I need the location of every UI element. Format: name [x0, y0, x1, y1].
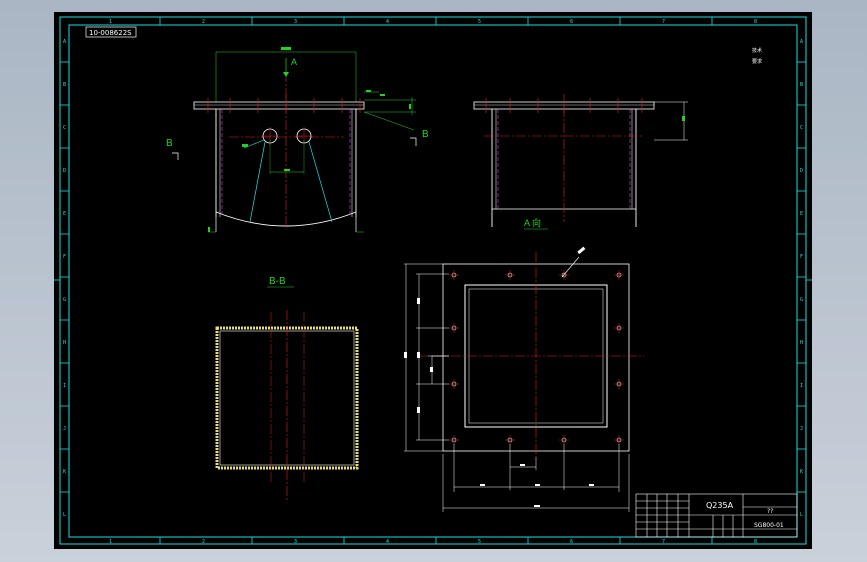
col-label: 2: [202, 539, 205, 545]
col-label: 4: [386, 19, 389, 25]
row-label: G: [800, 297, 803, 303]
col-label: 5: [478, 19, 481, 25]
inner-border: [68, 24, 798, 538]
col-label: 1: [109, 539, 112, 545]
title-material: Q235A: [706, 501, 734, 510]
row-label: H: [800, 340, 803, 346]
side-view: A 向: [473, 94, 688, 230]
drawing-sheet: 1 2 3 4 5 6 7 8 1 2 3 4 5 6 7 8 A B C D …: [54, 16, 812, 545]
row-label: B: [800, 82, 803, 88]
row-label: I: [63, 383, 66, 389]
row-label: B: [63, 82, 66, 88]
drawing-number-box: [85, 26, 137, 38]
title-drawing-no: SG800-01: [754, 522, 784, 529]
row-label: G: [63, 297, 66, 303]
row-label: J: [800, 426, 803, 432]
row-label: L: [63, 512, 66, 518]
col-label: 3: [294, 19, 297, 25]
title-qty: ??: [767, 508, 773, 515]
row-label: C: [63, 125, 66, 131]
col-label: 2: [202, 19, 205, 25]
row-label: E: [63, 211, 66, 217]
row-label: H: [63, 340, 66, 346]
zone-ticks: [54, 17, 812, 544]
row-label: D: [63, 168, 66, 174]
section-b-right-label: B: [422, 129, 429, 140]
row-label: L: [800, 512, 803, 518]
row-labels-right: A B C D E F G H I J K L: [800, 39, 803, 518]
col-label: 8: [754, 539, 757, 545]
col-label: 8: [754, 19, 757, 25]
row-label: J: [63, 426, 66, 432]
col-label: 6: [570, 19, 573, 25]
column-labels-top: 1 2 3 4 5 6 7 8: [109, 19, 757, 25]
row-label: E: [800, 211, 803, 217]
col-label: 5: [478, 539, 481, 545]
section-bb-label: B-B: [269, 276, 286, 287]
cad-viewport[interactable]: 1 2 3 4 5 6 7 8 1 2 3 4 5 6 7 8 A B C D …: [54, 12, 812, 549]
section-bb: B-B: [215, 276, 359, 502]
col-label: 6: [570, 539, 573, 545]
col-label: 3: [294, 539, 297, 545]
title-block: [635, 493, 798, 538]
row-label: C: [800, 125, 803, 131]
row-label: A: [63, 39, 66, 45]
tech-note-2: 要求: [752, 58, 762, 65]
row-label: F: [63, 254, 66, 260]
col-label: 4: [386, 539, 389, 545]
tech-note-1: 技术: [752, 47, 762, 54]
col-label: 7: [662, 539, 665, 545]
outer-border: [59, 16, 807, 545]
row-label: K: [63, 469, 66, 475]
arrow-a-label: A: [291, 57, 297, 67]
row-label: A: [800, 39, 803, 45]
drawing-number-top: 10-008622S: [89, 29, 132, 37]
view-a-label: A 向: [524, 217, 541, 228]
row-label: I: [800, 383, 803, 389]
row-label: D: [800, 168, 803, 174]
row-labels-left: A B C D E F G H I J K L: [63, 39, 66, 518]
section-b-left-label: B: [166, 138, 173, 149]
col-label: 1: [109, 19, 112, 25]
row-label: F: [800, 254, 803, 260]
col-label: 7: [662, 19, 665, 25]
top-view: [404, 246, 644, 512]
row-label: K: [800, 469, 803, 475]
column-labels-bottom: 1 2 3 4 5 6 7 8: [109, 539, 757, 545]
front-view: A B B: [166, 47, 429, 233]
